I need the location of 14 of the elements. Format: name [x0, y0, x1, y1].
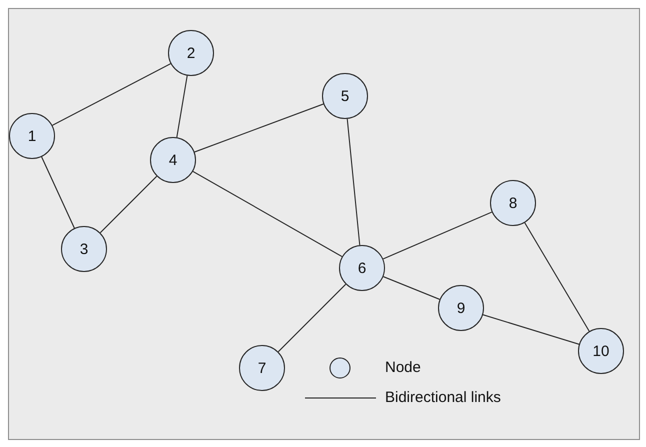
link-line — [41, 156, 75, 229]
link-line — [482, 314, 580, 345]
link-line — [194, 104, 324, 152]
legend-text: Bidirectional links — [385, 389, 501, 406]
link-line — [278, 284, 346, 352]
link-line — [382, 212, 492, 260]
link-line — [100, 176, 158, 234]
legend-text: Node — [385, 359, 421, 376]
link-line — [524, 222, 590, 332]
link-line — [192, 170, 343, 258]
link-line — [52, 63, 172, 126]
link-line — [382, 276, 440, 300]
link-line — [346, 118, 360, 246]
link-line — [176, 75, 188, 138]
